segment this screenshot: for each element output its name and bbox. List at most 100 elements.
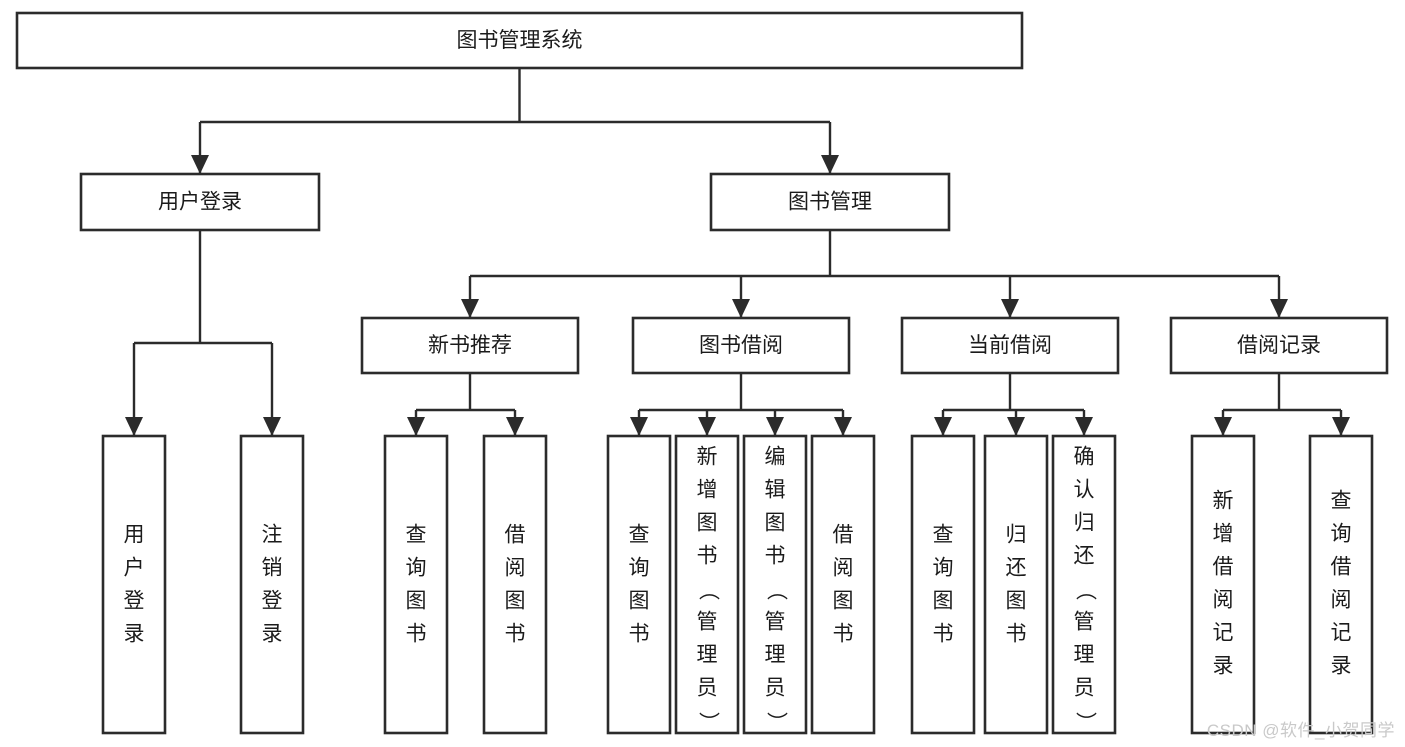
node-编辑图书管理员-glyph: （ bbox=[764, 580, 787, 601]
node-新书推荐[interactable]: 新书推荐 bbox=[360, 316, 580, 375]
node-借阅记录-rect[interactable] bbox=[1169, 316, 1389, 375]
node-查询图书-glyph: 书 bbox=[406, 623, 427, 646]
arrow-head-icon bbox=[1001, 299, 1019, 318]
node-确认归还管理员-rect[interactable] bbox=[1051, 434, 1117, 735]
node-编辑图书管理员-rect[interactable] bbox=[742, 434, 808, 735]
node-查询图书-glyph: 查 bbox=[933, 524, 954, 547]
node-借阅图书-rect[interactable] bbox=[810, 434, 876, 735]
node-归还图书-rect[interactable] bbox=[983, 434, 1049, 735]
node-查询图书-rect[interactable] bbox=[606, 434, 672, 735]
node-注销登录-rect[interactable] bbox=[239, 434, 305, 735]
node-图书管理系统-rect[interactable] bbox=[15, 11, 1024, 70]
node-新增图书管理员-rect[interactable] bbox=[674, 434, 740, 735]
node-编辑图书管理员-glyph: 员 bbox=[765, 677, 786, 700]
node-确认归还管理员-glyph: ） bbox=[1073, 712, 1096, 733]
node-借阅图书-glyph: 阅 bbox=[505, 557, 526, 580]
node-新增借阅记录-glyph: 记 bbox=[1213, 622, 1234, 645]
node-新增借阅记录-glyph: 录 bbox=[1213, 655, 1234, 678]
arrow-head-icon bbox=[698, 417, 716, 436]
node-图书管理-rect[interactable] bbox=[709, 172, 951, 232]
node-查询借阅记录-glyph: 阅 bbox=[1331, 589, 1352, 612]
arrow-head-icon bbox=[821, 155, 839, 174]
node-编辑图书管理员-glyph: 图 bbox=[765, 512, 786, 535]
node-新增图书管理员-glyph: 管 bbox=[697, 611, 718, 634]
arrow-head-icon bbox=[1332, 417, 1350, 436]
node-查询借阅记录-rect[interactable] bbox=[1308, 434, 1374, 735]
node-查询图书-glyph: 询 bbox=[629, 557, 650, 580]
node-新书推荐-label: 新书推荐 bbox=[428, 334, 512, 357]
arrow-head-icon bbox=[407, 417, 425, 436]
node-用户登录-label: 用户登录 bbox=[158, 191, 242, 214]
node-新增借阅记录-glyph: 借 bbox=[1213, 556, 1234, 579]
node-编辑图书管理员-glyph: 理 bbox=[765, 644, 786, 667]
node-图书管理-label: 图书管理 bbox=[788, 191, 872, 214]
node-注销登录-glyph: 录 bbox=[262, 623, 283, 646]
node-用户登录-rect[interactable] bbox=[79, 172, 321, 232]
node-新增图书管理员-glyph: 理 bbox=[697, 644, 718, 667]
node-图书借阅-rect[interactable] bbox=[631, 316, 851, 375]
node-用户登录-rect[interactable] bbox=[101, 434, 167, 735]
node-用户登录-glyph: 户 bbox=[124, 557, 145, 580]
arrow-head-icon bbox=[263, 417, 281, 436]
node-借阅图书-glyph: 书 bbox=[833, 623, 854, 646]
node-图书管理系统[interactable]: 图书管理系统 bbox=[15, 11, 1024, 70]
node-查询图书-glyph: 图 bbox=[933, 590, 954, 613]
node-图书借阅[interactable]: 图书借阅 bbox=[631, 316, 851, 375]
node-图书管理系统-label: 图书管理系统 bbox=[457, 29, 583, 52]
node-借阅图书-glyph: 图 bbox=[833, 590, 854, 613]
node-查询图书-rect[interactable] bbox=[383, 434, 449, 735]
node-用户登录-glyph: 用 bbox=[124, 524, 145, 547]
node-新书推荐-rect[interactable] bbox=[360, 316, 580, 375]
node-确认归还管理员-glyph: 认 bbox=[1074, 479, 1095, 502]
node-用户登录[interactable]: 用户登录 bbox=[79, 172, 321, 232]
node-查询图书-glyph: 询 bbox=[406, 557, 427, 580]
arrow-head-icon bbox=[630, 417, 648, 436]
node-借阅记录-label: 借阅记录 bbox=[1237, 334, 1321, 357]
node-编辑图书管理员-glyph: 编 bbox=[765, 446, 786, 469]
node-注销登录-glyph: 销 bbox=[262, 557, 283, 580]
node-layer: 图书管理系统用户登录图书管理新书推荐图书借阅当前借阅借阅记录用户登录注销登录查询… bbox=[15, 11, 1389, 735]
node-查询借阅记录-glyph: 录 bbox=[1331, 655, 1352, 678]
node-当前借阅[interactable]: 当前借阅 bbox=[900, 316, 1120, 375]
node-当前借阅-rect[interactable] bbox=[900, 316, 1120, 375]
node-注销登录-glyph: 注 bbox=[262, 524, 283, 547]
node-用户登录[interactable]: 用户登录 bbox=[101, 434, 167, 735]
node-新增借阅记录-glyph: 阅 bbox=[1213, 589, 1234, 612]
node-查询图书-rect[interactable] bbox=[910, 434, 976, 735]
node-借阅图书-glyph: 借 bbox=[505, 524, 526, 547]
node-新增图书管理员-glyph: ） bbox=[696, 712, 719, 733]
arrow-head-icon bbox=[1270, 299, 1288, 318]
node-编辑图书管理员-glyph: 辑 bbox=[765, 479, 786, 502]
node-编辑图书管理员-glyph: ） bbox=[764, 712, 787, 733]
node-归还图书-glyph: 图 bbox=[1006, 590, 1027, 613]
node-确认归还管理员-glyph: 理 bbox=[1074, 644, 1095, 667]
node-查询图书-glyph: 图 bbox=[629, 590, 650, 613]
node-归还图书-glyph: 归 bbox=[1006, 524, 1027, 547]
node-图书借阅-label: 图书借阅 bbox=[699, 334, 783, 357]
node-借阅记录[interactable]: 借阅记录 bbox=[1169, 316, 1389, 375]
node-新增借阅记录-rect[interactable] bbox=[1190, 434, 1256, 735]
node-确认归还管理员-glyph: 归 bbox=[1074, 512, 1095, 535]
arrow-head-icon bbox=[732, 299, 750, 318]
node-查询图书-glyph: 询 bbox=[933, 557, 954, 580]
node-借阅图书-rect[interactable] bbox=[482, 434, 548, 735]
node-当前借阅-label: 当前借阅 bbox=[968, 334, 1052, 357]
node-图书管理[interactable]: 图书管理 bbox=[709, 172, 951, 232]
arrow-head-icon bbox=[1007, 417, 1025, 436]
node-新增图书管理员-glyph: 书 bbox=[697, 545, 718, 568]
arrow-head-icon bbox=[1075, 417, 1093, 436]
node-新增图书管理员-glyph: 增 bbox=[697, 479, 718, 502]
